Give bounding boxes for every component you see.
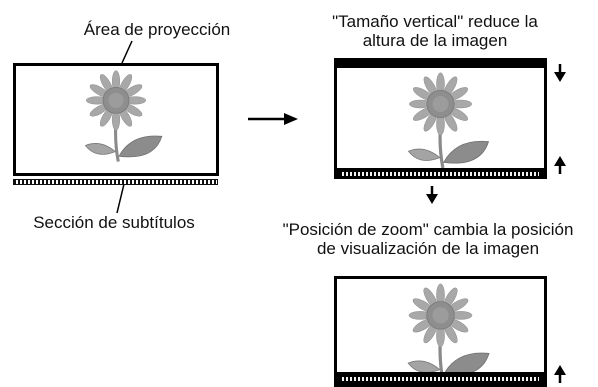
zoom-position-label-line2: de visualización de la imagen	[316, 239, 540, 258]
arrow-down-icon	[426, 186, 438, 204]
shifted-image-area	[334, 276, 547, 372]
zoom-position-label-line1: "Posición de zoom" cambia la posición	[282, 220, 574, 239]
zoom-position-frame	[334, 276, 547, 387]
reduced-image-area	[334, 68, 547, 168]
sunflower-image-icon	[83, 69, 164, 164]
vertical-size-frame	[334, 58, 547, 179]
sunflower-image-icon	[406, 71, 491, 168]
subtitle-strip	[342, 377, 539, 381]
arrow-right-icon	[248, 112, 298, 126]
arrow-up-icon	[554, 156, 566, 174]
subtitle-section-label: Sección de subtítulos	[33, 213, 195, 232]
projection-area-leader	[121, 40, 133, 64]
subtitle-strip	[13, 179, 218, 185]
projection-area-frame	[13, 63, 219, 176]
subtitle-strip	[342, 172, 539, 176]
sunflower-image-icon	[406, 282, 491, 372]
vertical-size-label-line1: "Tamaño vertical" reduce la	[332, 12, 538, 31]
arrow-down-icon	[554, 64, 566, 82]
arrow-up-icon	[554, 365, 566, 383]
subtitle-section-leader	[116, 183, 125, 214]
top-black-band	[334, 58, 547, 68]
vertical-size-label-line2: altura de la imagen	[362, 31, 508, 50]
projection-area-label: Área de proyección	[83, 20, 231, 39]
